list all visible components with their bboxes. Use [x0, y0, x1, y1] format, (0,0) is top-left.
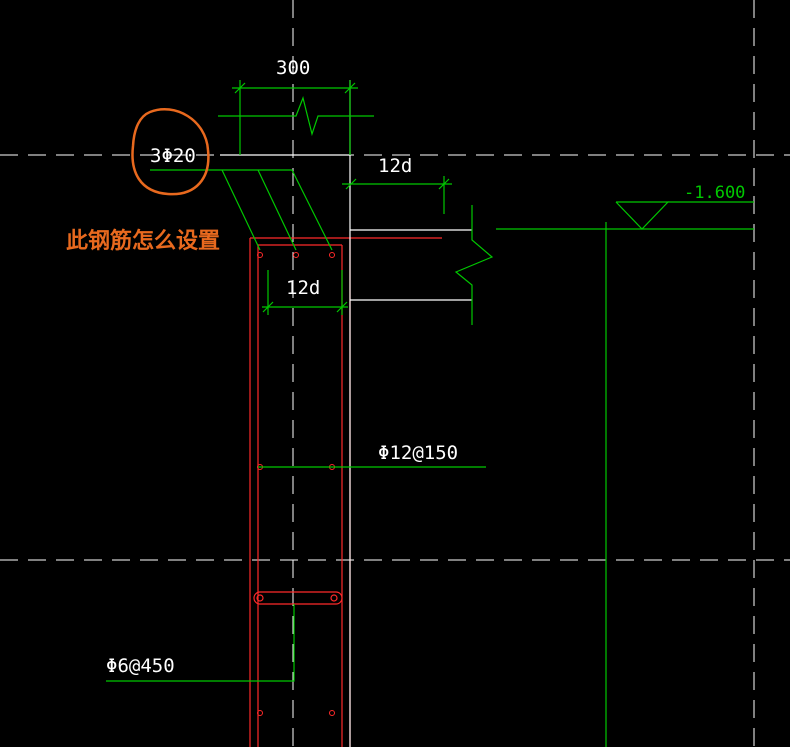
annotation-circle	[131, 107, 210, 196]
slab-lines	[220, 80, 472, 747]
tie-bar-label: Φ6@450	[106, 655, 175, 677]
rebar-dot	[329, 710, 335, 716]
dimension-lines	[106, 80, 754, 747]
rebar-dot	[293, 252, 299, 258]
column-outline	[249, 237, 442, 747]
anchor-length-top-label: 12d	[378, 155, 412, 177]
anchor-length-inner-label: 12d	[286, 277, 320, 299]
top-rebar-label: 3Φ20	[150, 145, 196, 167]
question-annotation: 此钢筋怎么设置	[66, 228, 220, 254]
column-width-dimension: 300	[276, 57, 310, 79]
rebar-dot	[257, 252, 263, 258]
stirrup-label: Φ12@150	[378, 442, 458, 464]
elevation-label: -1.600	[684, 183, 745, 203]
rebar-dots	[257, 252, 335, 716]
rebar-dot	[329, 252, 335, 258]
rebar-dot	[257, 710, 263, 716]
